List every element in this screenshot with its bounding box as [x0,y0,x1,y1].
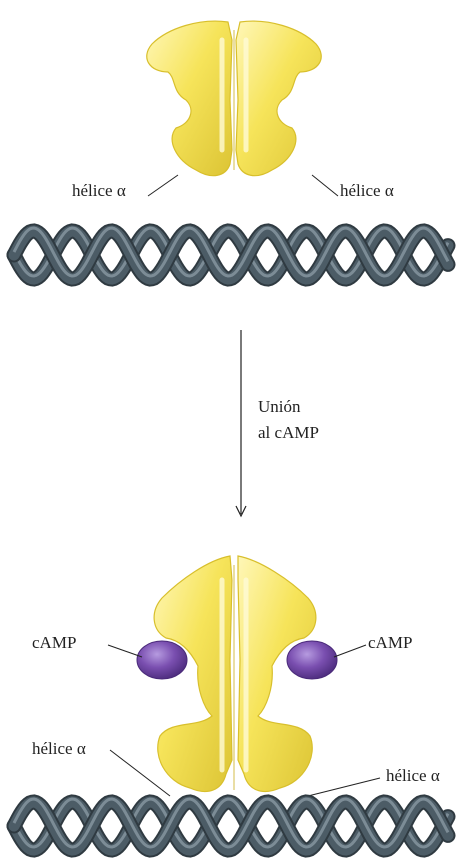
camp-molecule-left [137,641,187,679]
dna-helix-top [14,228,448,279]
label-helix-bottom-right: hélice α [386,766,440,785]
label-camp-right: cAMP [368,633,412,652]
protein-dimer-top [147,21,321,176]
leader-line-camp-right [334,645,366,657]
transition-label-line1: Unión [258,397,301,416]
label-camp-left: cAMP [32,633,76,652]
protein-subunit-right-top [236,21,321,176]
leader-line-top-right [312,175,338,196]
label-helix-top-left: hélice α [72,181,126,200]
leader-line-bottom-right [300,778,380,798]
camp-molecule-right [287,641,337,679]
label-helix-bottom-left: hélice α [32,739,86,758]
leader-line-top-left [148,175,178,196]
dna-helix-bottom [14,799,448,850]
label-helix-top-right: hélice α [340,181,394,200]
transition-label-line2: al cAMP [258,423,319,442]
protein-subunit-left-top [147,21,232,176]
leader-line-camp-left [108,645,142,657]
